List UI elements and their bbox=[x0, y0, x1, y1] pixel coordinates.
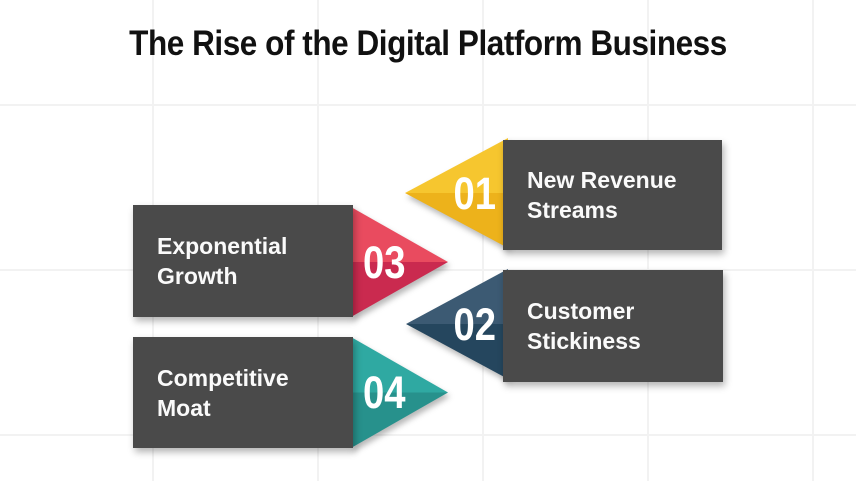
step-03-box: Exponential Growth bbox=[133, 205, 353, 317]
step-04-label: Competitive Moat bbox=[157, 364, 289, 421]
step-01-box: New Revenue Streams bbox=[503, 140, 722, 250]
step-04-arrow-shape bbox=[351, 337, 448, 448]
step-02-label: Customer Stickiness bbox=[527, 298, 641, 354]
page-title: The Rise of the Digital Platform Busines… bbox=[129, 24, 727, 63]
step-03-arrow-shape bbox=[351, 207, 448, 317]
step-04-arrow bbox=[351, 337, 448, 448]
step-03-arrow bbox=[351, 207, 448, 317]
step-01-arrow bbox=[405, 138, 508, 248]
step-03-label: Exponential Growth bbox=[157, 233, 288, 289]
step-02-box: Customer Stickiness bbox=[503, 270, 723, 382]
step-02-arrow bbox=[406, 269, 508, 379]
step-01-label: New Revenue Streams bbox=[527, 167, 677, 223]
step-04-box: Competitive Moat bbox=[133, 337, 353, 448]
